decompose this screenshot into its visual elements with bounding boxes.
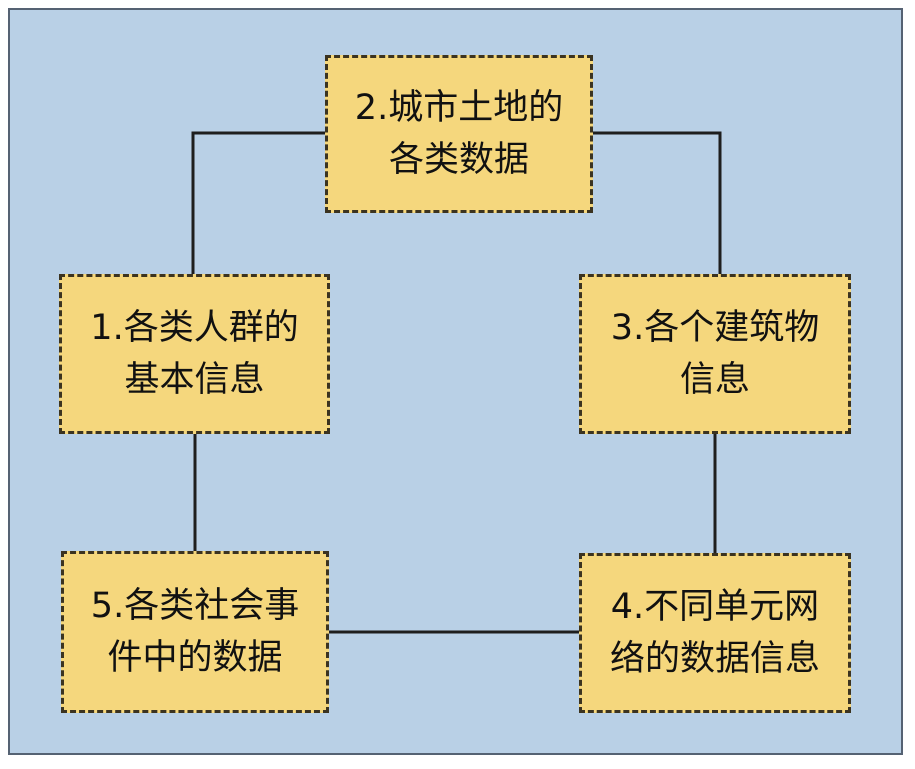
node-grid-data-line-1: 4.不同单元网: [610, 587, 820, 627]
node-land-data: 2.城市土地的 各类数据: [325, 55, 593, 213]
node-population-info: 1.各类人群的 基本信息: [59, 274, 330, 434]
node-grid-data-line-2: 络的数据信息: [609, 639, 820, 679]
node-population-info-line-1: 1.各类人群的: [90, 308, 299, 348]
node-social-event-data-line-2: 件中的数据: [107, 638, 283, 678]
node-building-info-line-2: 信息: [679, 360, 750, 400]
node-social-event-data-line-1: 5.各类社会事: [90, 586, 300, 626]
node-building-info: 3.各个建筑物 信息: [579, 274, 851, 434]
node-grid-data: 4.不同单元网 络的数据信息: [579, 553, 851, 713]
connector-2-3: [593, 131, 722, 274]
node-social-event-data: 5.各类社会事 件中的数据: [61, 551, 329, 713]
node-land-data-line-1: 2.城市土地的: [354, 88, 564, 128]
node-population-info-line-2: 基本信息: [124, 360, 265, 400]
connector-1-2: [191, 131, 325, 274]
node-land-data-line-2: 各类数据: [388, 140, 529, 180]
node-building-info-line-1: 3.各个建筑物: [610, 308, 820, 348]
